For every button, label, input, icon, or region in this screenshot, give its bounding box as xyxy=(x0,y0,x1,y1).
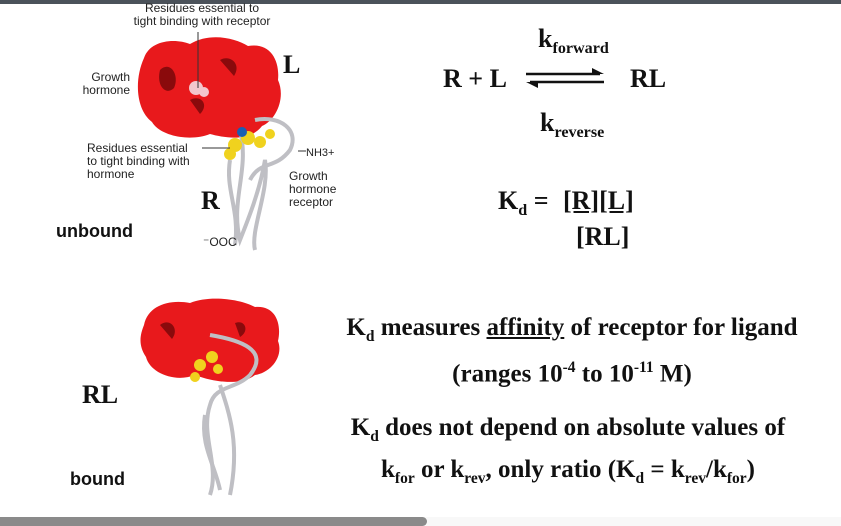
kd-symbol: Kd = xyxy=(498,186,549,220)
horizontal-scrollbar-thumb[interactable] xyxy=(0,517,427,526)
unbound-label: unbound xyxy=(56,221,133,241)
receptor-ribbon xyxy=(227,117,295,251)
ligand-letter: L xyxy=(283,50,301,79)
kd-numerator: [R][L] xyxy=(563,186,634,215)
kd-denominator: [RL] xyxy=(576,222,630,251)
equation-lhs: R + L xyxy=(443,64,507,93)
rl-letters: RL xyxy=(82,380,119,409)
receptor-letter: R xyxy=(201,186,220,215)
unbound-protein-image xyxy=(137,32,306,251)
growth-hormone-surface xyxy=(137,37,281,138)
bound-protein-image xyxy=(140,298,280,496)
binding-residues xyxy=(224,127,275,160)
ratio-statement: Kd does not depend on absolute values of… xyxy=(350,414,786,487)
ooc-label: ⁻OOC xyxy=(203,235,237,249)
hormone-residues-annotation: Residues essential to tight binding with… xyxy=(133,1,271,28)
equation-rhs: RL xyxy=(630,64,667,93)
equilibrium-arrows-icon xyxy=(526,68,604,88)
receptor-label: Growth hormone receptor xyxy=(289,169,337,209)
bound-label: bound xyxy=(70,469,125,489)
nh3-label: NH3+ xyxy=(306,147,335,159)
receptor-residues-annotation: Residues essential to tight binding with… xyxy=(87,141,190,181)
affinity-statement: Kd measures affinity of receptor for lig… xyxy=(346,314,798,388)
window-top-bar xyxy=(0,0,841,4)
growth-hormone-label: Growth hormone xyxy=(82,70,130,97)
k-reverse: kreverse xyxy=(540,108,605,142)
k-forward: kforward xyxy=(538,24,609,58)
